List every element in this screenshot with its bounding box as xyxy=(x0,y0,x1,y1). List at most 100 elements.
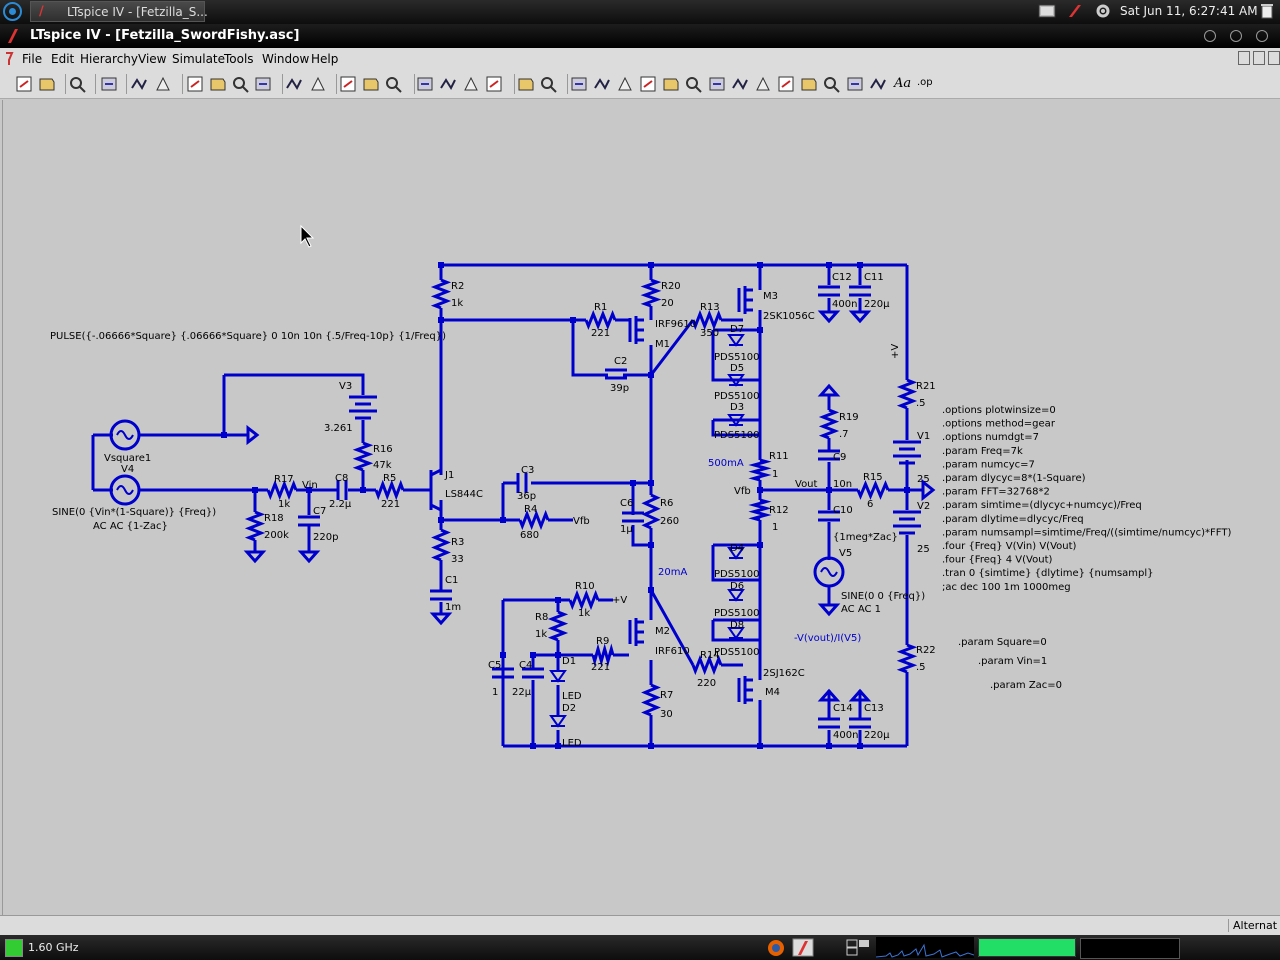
print-icon[interactable] xyxy=(541,77,557,93)
menu-view[interactable]: View xyxy=(138,52,167,66)
capacitor-c14[interactable] xyxy=(818,717,840,729)
mosfet-m4[interactable] xyxy=(737,676,753,704)
clock[interactable]: Sat Jun 11, 6:27:41 AM xyxy=(1120,4,1258,18)
ground-icon[interactable] xyxy=(594,78,610,91)
resistor-r2[interactable] xyxy=(430,278,452,310)
battery-v1[interactable] xyxy=(893,440,921,465)
zoom-pan-icon[interactable] xyxy=(210,78,226,91)
resistor-r3[interactable] xyxy=(431,528,451,562)
paste-icon[interactable] xyxy=(464,76,478,91)
zoom-cancel-icon[interactable] xyxy=(255,77,271,91)
resistor-r16[interactable] xyxy=(352,441,374,472)
diode-d5[interactable] xyxy=(727,374,745,387)
taskbar-window-button[interactable]: ∕ LTspice IV - [Fetzilla_S... xyxy=(30,1,208,22)
firefox-icon[interactable] xyxy=(766,938,786,957)
voltage-source-v4[interactable] xyxy=(109,474,141,506)
find-icon[interactable] xyxy=(486,76,502,92)
menu-file[interactable]: File xyxy=(22,52,43,66)
autorange-icon[interactable] xyxy=(286,78,302,91)
capacitor-c2[interactable] xyxy=(605,368,627,380)
menu-tools[interactable]: Tools xyxy=(224,52,254,66)
led-d2[interactable] xyxy=(549,715,567,728)
diode-d7[interactable] xyxy=(727,334,745,347)
mosfet-m1[interactable] xyxy=(628,316,644,344)
wire-icon[interactable] xyxy=(571,77,587,91)
cut-icon[interactable] xyxy=(417,77,433,91)
minimize-button[interactable] xyxy=(1204,30,1216,42)
menu-edit[interactable]: Edit xyxy=(51,52,75,66)
resistor-r11[interactable] xyxy=(748,458,772,482)
rotate-icon[interactable] xyxy=(847,77,863,91)
battery-v3[interactable] xyxy=(349,395,377,420)
resistor-r4[interactable] xyxy=(518,509,550,531)
mdi-close-button[interactable] xyxy=(1268,51,1280,65)
workspace-switcher-icon[interactable] xyxy=(846,939,872,956)
cascade-icon[interactable] xyxy=(363,78,379,91)
menu-window[interactable]: Window xyxy=(262,52,310,66)
capacitor-icon[interactable] xyxy=(663,78,679,91)
resistor-r8[interactable] xyxy=(547,610,569,642)
capacitor-c5[interactable] xyxy=(492,667,514,679)
diode-d8[interactable] xyxy=(727,627,745,640)
new-schematic-icon[interactable] xyxy=(16,76,32,92)
inductor-icon[interactable] xyxy=(686,77,702,93)
diode-d4[interactable] xyxy=(727,547,745,560)
capacitor-c9[interactable] xyxy=(818,449,840,461)
ltspice-taskbar-icon[interactable] xyxy=(792,938,814,957)
resistor-r5[interactable] xyxy=(374,479,405,501)
undo-icon[interactable] xyxy=(801,78,817,91)
battery-v2[interactable] xyxy=(893,510,921,535)
mail-icon[interactable] xyxy=(1038,3,1056,19)
voltage-source-v5[interactable] xyxy=(813,556,845,588)
redo-icon[interactable] xyxy=(824,77,840,93)
capacitor-c13[interactable] xyxy=(849,717,871,729)
diode-icon[interactable] xyxy=(709,77,725,91)
resistor-r21[interactable] xyxy=(896,378,918,410)
tile-horizontal-icon[interactable] xyxy=(340,76,356,92)
trash-icon[interactable] xyxy=(1258,3,1276,19)
capacitor-c10[interactable] xyxy=(818,510,840,522)
capacitor-c1[interactable] xyxy=(430,589,452,601)
copy-icon[interactable] xyxy=(440,78,456,91)
halt-icon[interactable] xyxy=(156,76,170,91)
resistor-r6[interactable] xyxy=(641,493,661,530)
resistor-r17[interactable] xyxy=(266,479,298,501)
resistor-r19[interactable] xyxy=(818,408,840,440)
print-setup-icon[interactable] xyxy=(518,78,534,91)
capacitor-c8[interactable] xyxy=(336,480,348,500)
distro-menu-icon[interactable] xyxy=(3,2,22,21)
menu-help[interactable]: Help xyxy=(311,52,339,66)
capacitor-c4[interactable] xyxy=(522,667,544,679)
led-d1[interactable] xyxy=(549,670,567,683)
menu-simulate[interactable]: Simulate xyxy=(172,52,226,66)
drag-icon[interactable] xyxy=(778,76,794,92)
tile-vertical-icon[interactable] xyxy=(386,77,402,93)
run-icon[interactable] xyxy=(131,78,147,91)
menu-hierarchy[interactable]: Hierarchy xyxy=(80,52,139,66)
grid-icon[interactable] xyxy=(311,76,325,91)
capacitor-c7[interactable] xyxy=(298,515,320,527)
ltspice-tray-icon[interactable] xyxy=(1066,3,1084,19)
zoom-in-icon[interactable] xyxy=(187,76,203,92)
mosfet-m2[interactable] xyxy=(628,618,644,646)
component-icon[interactable] xyxy=(732,78,748,91)
resistor-r20[interactable] xyxy=(640,278,662,308)
control-panel-icon[interactable] xyxy=(101,77,117,91)
diode-d6[interactable] xyxy=(727,589,745,602)
capacitor-c12[interactable] xyxy=(818,285,840,297)
resistor-r13[interactable] xyxy=(691,309,723,331)
settings-icon[interactable] xyxy=(1094,3,1112,19)
text-tool-icon[interactable]: Aa xyxy=(894,76,912,91)
document-icon[interactable] xyxy=(4,52,14,66)
resistor-r7[interactable] xyxy=(641,683,661,717)
resistor-r12[interactable] xyxy=(748,498,772,522)
capacitor-c11[interactable] xyxy=(849,285,871,297)
resistor-r14[interactable] xyxy=(691,654,723,676)
mdi-restore-button[interactable] xyxy=(1253,51,1265,65)
mosfet-m3[interactable] xyxy=(737,286,753,314)
mdi-minimize-button[interactable] xyxy=(1238,51,1250,65)
mirror-icon[interactable] xyxy=(870,78,886,91)
open-icon[interactable] xyxy=(39,78,55,91)
